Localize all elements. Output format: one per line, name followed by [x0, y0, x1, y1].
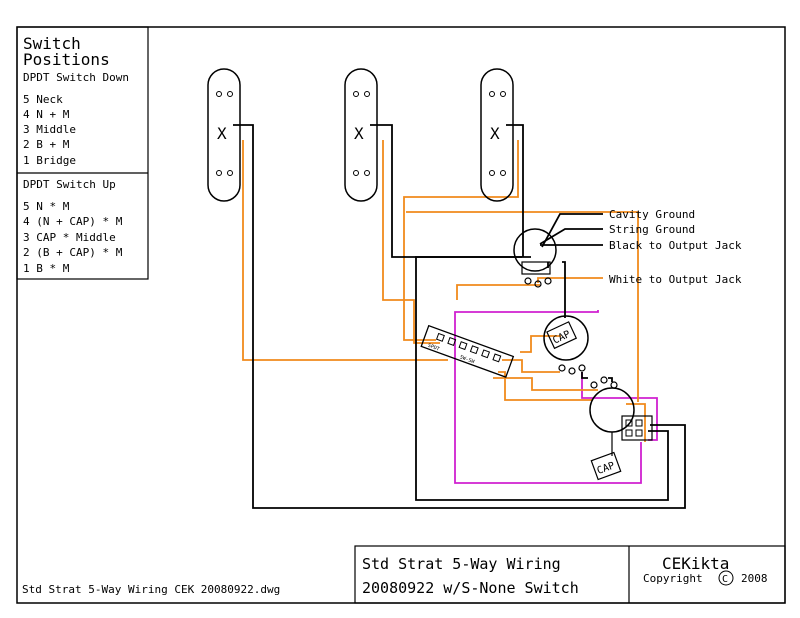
title-line-1: Std Strat 5-Way Wiring	[362, 555, 561, 573]
legend-up-item: 4 (N + CAP) * M	[23, 215, 123, 228]
neck-pickup: X	[480, 68, 514, 202]
legend-up-item: 5 N * M	[23, 200, 70, 213]
bridge-pickup: X	[207, 68, 241, 202]
copyright-circle	[718, 570, 734, 586]
five-way-switch: SPDT 5W-SW	[420, 324, 515, 378]
author-name: CEKikta	[662, 554, 729, 573]
title-block: Std Strat 5-Way Wiring 20080922 w/S-None…	[354, 545, 786, 604]
outer-frame	[16, 26, 786, 604]
string-ground-label: String Ground	[609, 223, 695, 236]
legend-up-item: 1 B * M	[23, 262, 70, 275]
tone-pot-lower: CAP	[589, 376, 653, 481]
switch-mark-2: 5W-SW	[459, 354, 476, 365]
legend-down-item: 3 Middle	[23, 123, 76, 136]
title-line-2: 20080922 w/S-None Switch	[362, 579, 579, 597]
legend-up-item: 2 (B + CAP) * M	[23, 246, 123, 259]
legend-box: Switch Positions DPDT Switch Down 5 Neck…	[16, 26, 149, 280]
switch-mark-1: SPDT	[427, 343, 440, 353]
file-name: Std Strat 5-Way Wiring CEK 20080922.dwg	[22, 583, 280, 596]
tone-pot-upper: CAP	[543, 315, 589, 375]
pickup-x-mark: X	[490, 124, 500, 143]
legend-up-item: 3 CAP * Middle	[23, 231, 116, 244]
black-output-label: Black to Output Jack	[609, 239, 742, 252]
copyright-year: 2008	[741, 572, 768, 585]
black-wires	[233, 124, 686, 509]
middle-pickup: X	[344, 68, 378, 202]
orange-wires	[242, 140, 646, 442]
white-output-label: White to Output Jack	[609, 273, 742, 286]
legend-down-item: 1 Bridge	[23, 154, 76, 167]
legend-down-item: 5 Neck	[23, 93, 63, 106]
legend-down-subtitle: DPDT Switch Down	[23, 71, 129, 84]
cap-label-upper: CAP	[551, 329, 572, 347]
legend-down-item: 4 N + M	[23, 108, 70, 121]
legend-title-1: Switch	[23, 34, 81, 53]
cavity-ground-label: Cavity Ground	[609, 208, 695, 221]
legend-title-2: Positions	[23, 50, 110, 69]
volume-pot	[513, 228, 557, 288]
legend-down-item: 2 B + M	[23, 138, 70, 151]
pickup-x-mark: X	[217, 124, 227, 143]
legend-up-subtitle: DPDT Switch Up	[23, 178, 116, 191]
copyright-symbol: C	[722, 574, 728, 585]
pickup-x-mark: X	[354, 124, 364, 143]
copyright-text: Copyright	[643, 572, 703, 585]
